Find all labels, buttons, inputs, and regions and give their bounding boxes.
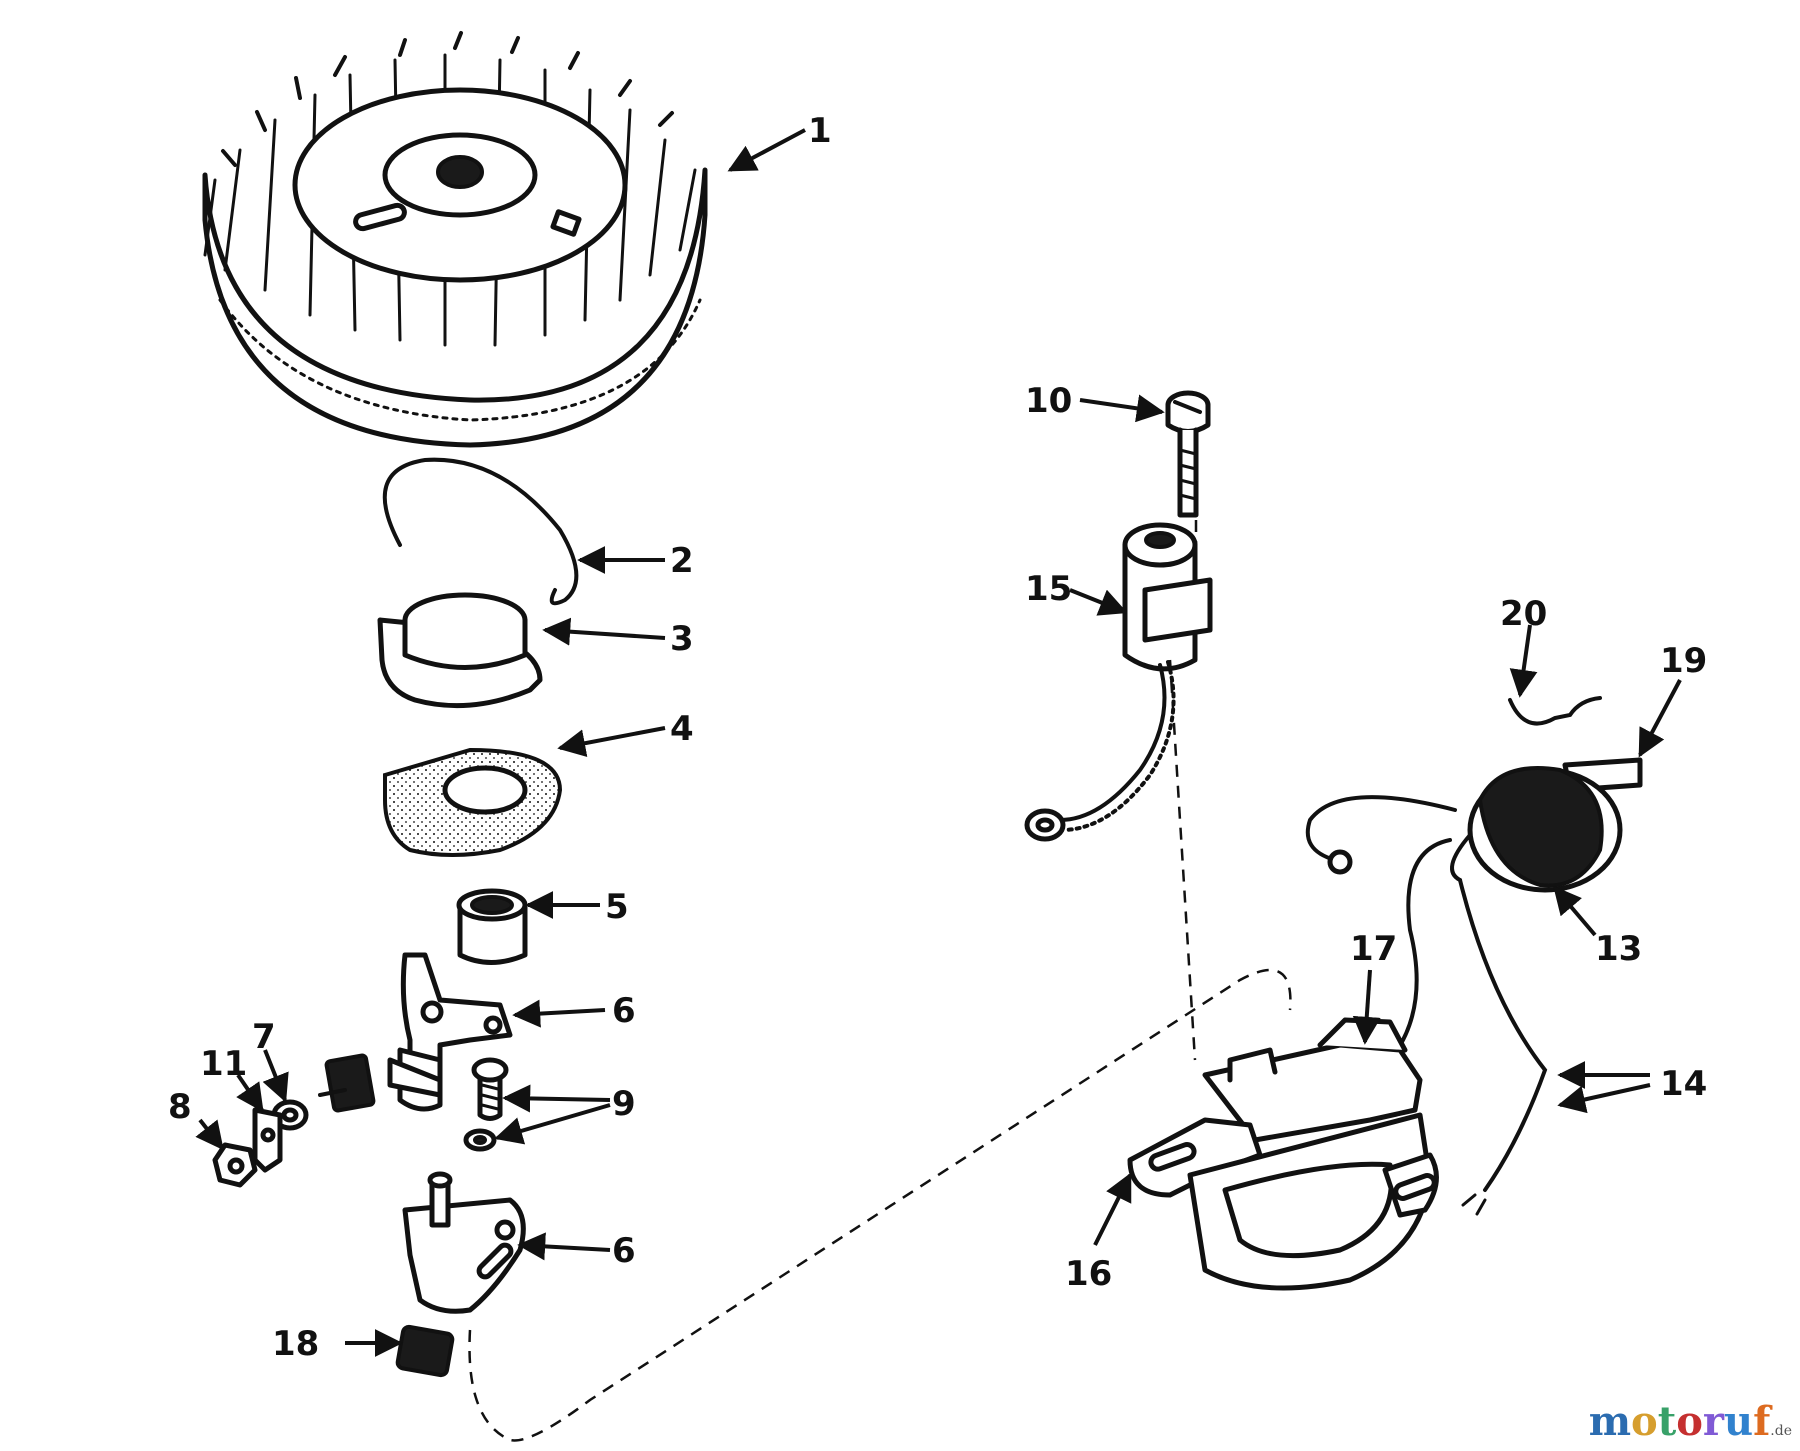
- wm-f: f: [1753, 1398, 1771, 1445]
- part-16-housing: [1127, 1112, 1439, 1291]
- wm-r: r: [1702, 1398, 1724, 1445]
- callout-17: 17: [1350, 929, 1397, 969]
- wm-t: t: [1657, 1398, 1677, 1445]
- callout-3: 3: [670, 619, 694, 659]
- callout-14: 14: [1660, 1064, 1707, 1104]
- callout-5: 5: [605, 887, 629, 927]
- part-1-flywheel: [202, 31, 708, 448]
- part-3-cover: [377, 592, 543, 709]
- wm-m: m: [1588, 1398, 1632, 1445]
- part-4-gasket: [383, 747, 563, 857]
- part-14-leads: [1458, 878, 1548, 1216]
- part-15-condenser: [1024, 522, 1213, 842]
- callout-6b: 6: [612, 1231, 636, 1271]
- callout-16: 16: [1065, 1254, 1112, 1294]
- callout-9: 9: [612, 1084, 636, 1124]
- callout-8: 8: [168, 1087, 192, 1127]
- part-9-screw-washer: [463, 1057, 509, 1152]
- callout-15: 15: [1025, 569, 1072, 609]
- callout-2: 2: [670, 541, 694, 581]
- callout-11: 11: [200, 1044, 247, 1084]
- callout-10: 10: [1025, 381, 1072, 421]
- callout-18: 18: [272, 1324, 319, 1364]
- part-11-terminal: [252, 1107, 283, 1173]
- part-6-breaker-plate: [402, 1171, 526, 1314]
- wm-o2: o: [1676, 1398, 1703, 1445]
- callout-7: 7: [252, 1017, 276, 1057]
- callout-4: 4: [670, 709, 694, 749]
- part-5-bushing: [456, 888, 528, 965]
- callout-labels: 1 2 3 4 5 6 7 11 8 9 6 18 10 15 20 19 13…: [168, 111, 1707, 1364]
- part-6-spring-contact: [318, 1053, 443, 1113]
- part-20-spring-clip: [1508, 696, 1602, 726]
- part-17-bracket: [1202, 1017, 1423, 1143]
- part-18-felt: [395, 1324, 455, 1378]
- part-10-screw: [1165, 390, 1211, 518]
- callout-1: 1: [808, 111, 832, 151]
- callout-20: 20: [1500, 594, 1547, 634]
- assembly-dashed-lines: [468, 520, 1292, 1442]
- callout-19: 19: [1660, 641, 1707, 681]
- wm-de: .de: [1770, 1423, 1792, 1439]
- part-8-nut: [212, 1142, 258, 1188]
- motoruf-watermark: motoruf.de: [1589, 1398, 1792, 1445]
- wm-u: u: [1723, 1398, 1754, 1445]
- callout-13: 13: [1595, 929, 1642, 969]
- leader-lines: [195, 128, 1682, 1357]
- wm-o1: o: [1631, 1398, 1658, 1445]
- part-2-wire-clip: [382, 457, 579, 606]
- callout-6a: 6: [612, 991, 636, 1031]
